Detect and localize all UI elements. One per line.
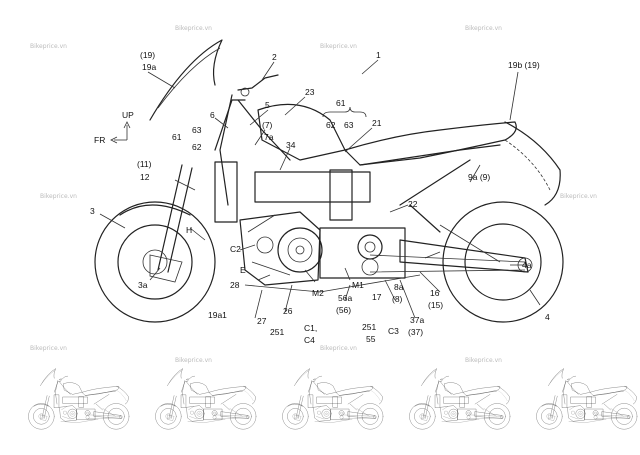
label-19: (19) [140,50,155,60]
label-6: 6 [210,110,215,120]
thumbnail [409,368,511,430]
thumbnail [28,368,130,430]
label-h: H [186,225,192,235]
watermark-text: Bikeprice.vn [30,345,67,352]
label-e: E [240,265,246,275]
label-19a1: 19a1 [208,310,227,320]
label-2: 2 [272,52,277,62]
label-m2: M2 [312,288,324,298]
label-34: 34 [286,140,296,150]
label-15: (15) [428,300,443,310]
watermark-text: Bikeprice.vn [465,357,502,364]
label-12: 12 [140,172,150,182]
thumbnail [536,368,638,430]
leader-lines [99,59,541,319]
label-11: (11) [137,159,152,169]
label-17: 17 [372,292,382,302]
label-23: 23 [305,87,315,97]
label-9a: 9a (9) [468,172,490,182]
label-c2: C2 [230,244,241,254]
label-22: 22 [408,199,418,209]
watermarks: Bikeprice.vn Bikeprice.vn Bikeprice.vn B… [30,25,597,364]
label-55: 55 [366,334,376,344]
label-37a: 37a [410,315,424,325]
label-251-right: 251 [362,322,376,332]
thumbnail [155,368,257,430]
label-3: 3 [90,206,95,216]
label-c3: C3 [388,326,399,336]
label-251-left: 251 [270,327,284,337]
label-56a: 56a [338,293,352,303]
label-7a: 7a [264,132,274,142]
label-5: 5 [265,100,270,110]
label-1: 1 [376,50,381,60]
label-62-top: 62 [326,120,336,130]
label-61-top: 61 [336,98,346,108]
watermark-text: Bikeprice.vn [320,43,357,50]
label-m1: M1 [352,280,364,290]
label-27: 27 [257,316,267,326]
direction-indicator [110,121,131,144]
label-16: 16 [430,288,440,298]
label-26: 26 [283,306,293,316]
label-4: 4 [545,312,550,322]
watermark-text: Bikeprice.vn [40,193,77,200]
label-8: (8) [392,294,403,304]
label-4a: 4a [522,260,532,270]
bracket-61 [322,106,367,118]
labels: (19) 19a 2 1 19b (19) 23 5 6 (7) 7a 61 6… [90,50,550,345]
label-7: (7) [262,120,273,130]
watermark-text: Bikeprice.vn [465,25,502,32]
label-56: (56) [336,305,351,315]
watermark-text: Bikeprice.vn [560,193,597,200]
label-8a: 8a [394,282,404,292]
label-up: UP [122,110,134,120]
watermark-text: Bikeprice.vn [320,345,357,352]
label-63-top: 63 [344,120,354,130]
watermark-text: Bikeprice.vn [175,25,212,32]
label-37: (37) [408,327,423,337]
thumbnail [282,368,384,430]
label-62-left: 62 [192,142,202,152]
label-c4: C4 [304,335,315,345]
label-19a: 19a [142,62,156,72]
label-28: 28 [230,280,240,290]
thumbnail-strip [28,368,638,430]
label-19b: 19b (19) [508,60,540,70]
label-21: 21 [372,118,382,128]
watermark-text: Bikeprice.vn [175,357,212,364]
label-61-left: 61 [172,132,182,142]
label-fr: FR [94,135,105,145]
label-63-left: 63 [192,125,202,135]
label-c1: C1, [304,323,317,333]
watermark-text: Bikeprice.vn [30,43,67,50]
label-3a: 3a [138,280,148,290]
